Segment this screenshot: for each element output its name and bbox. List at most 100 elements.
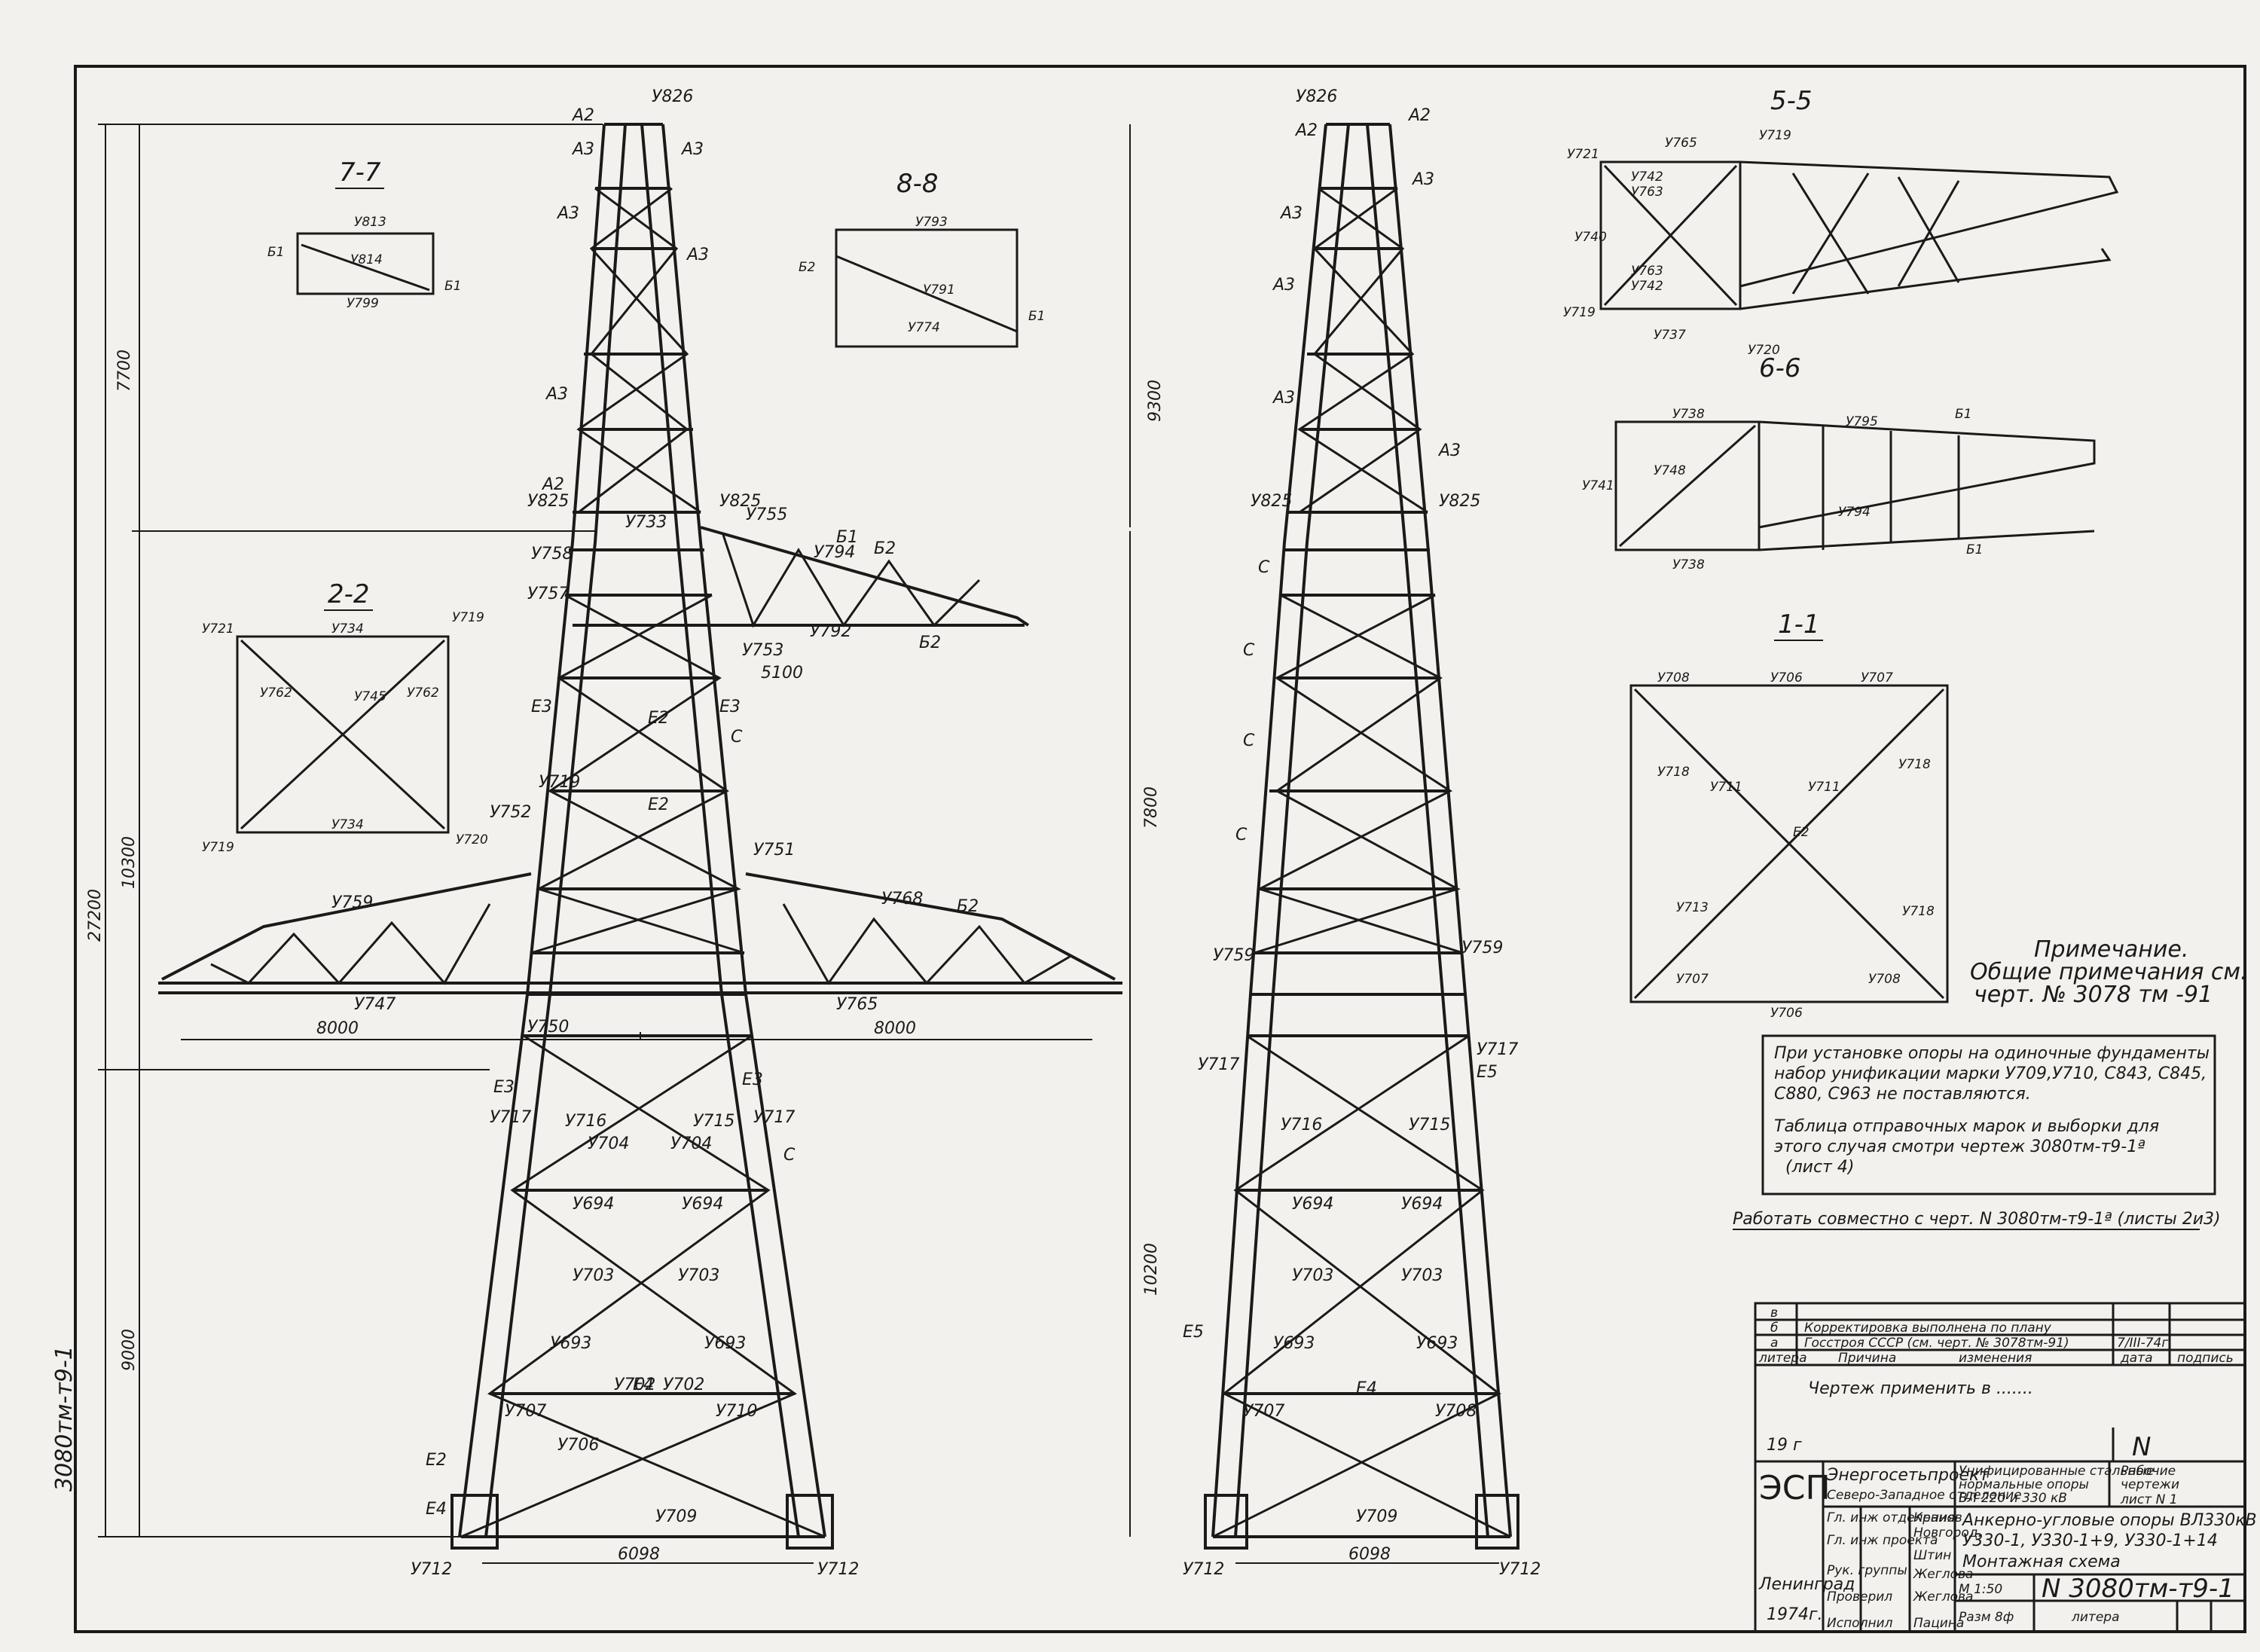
mark-y734: У734 (331, 621, 364, 637)
mark-y759: У759 (1461, 939, 1503, 957)
org-branch: Северо-Западное отделение (1827, 1488, 2022, 1503)
mark-y715: У715 (1409, 1116, 1450, 1134)
dim-arm-right: 8000 (874, 1019, 916, 1038)
mark-y763: У763 (1631, 185, 1663, 200)
role-3: Проверил (1827, 1589, 1892, 1605)
org-name: Энергосетьпроект (1826, 1466, 1990, 1485)
mark-a3: А3 (1279, 204, 1303, 223)
mark-y717: У717 (490, 1108, 531, 1127)
mark-a3: А3 (1272, 276, 1295, 295)
mark-y763: У763 (1631, 264, 1663, 279)
hdr-sign: подпись (2177, 1351, 2234, 1366)
mark-a2: А2 (571, 106, 594, 125)
mark-y717: У717 (753, 1108, 795, 1127)
mark-e5: Е5 (1183, 1323, 1204, 1342)
scale: М 1:50 (1959, 1582, 2002, 1597)
apply-text: Чертеж применить в ....... (1808, 1379, 2033, 1398)
mark-y709: У709 (655, 1507, 697, 1526)
year: 1974г. (1767, 1605, 1823, 1624)
mark-e4: Е4 (426, 1500, 447, 1519)
section-1-1-title: 1-1 (1778, 609, 1820, 640)
mark-y719: У719 (1563, 305, 1596, 320)
mark-a3: А3 (571, 140, 594, 159)
mark-y795: У795 (1846, 414, 1878, 429)
hdr-change: изменения (1959, 1351, 2032, 1366)
mark-y734: У734 (331, 817, 364, 832)
name-1: Новгород. (1913, 1525, 1982, 1541)
mark-y719: У719 (539, 773, 580, 792)
work-dwg2: чертежи (2121, 1477, 2179, 1492)
mark-y708: У708 (1657, 670, 1690, 686)
section-8-8-title: 8-8 (896, 169, 939, 199)
section-8-8 (835, 228, 1019, 348)
mark-y702: У702 (663, 1376, 704, 1394)
mark-y720: У720 (1748, 343, 1780, 358)
role-2: Рук. группы (1827, 1563, 1907, 1578)
mark-y719: У719 (202, 840, 234, 855)
right-dimension-lines (1129, 124, 1499, 1564)
mark-y825: У825 (1251, 492, 1292, 511)
section-7-7 (296, 232, 435, 295)
mark-y693: У693 (1416, 1334, 1458, 1353)
mark-y694: У694 (1401, 1195, 1443, 1214)
mark-y719: У719 (452, 610, 484, 625)
mark-a2: А2 (1407, 106, 1431, 125)
dim-arm-upper: 5100 (761, 664, 803, 682)
dim-right-low: 10200 (1142, 1243, 1161, 1296)
city: Ленинград (1758, 1575, 1855, 1594)
mark-b1: Б1 (267, 245, 284, 260)
install-line5: этого случая смотри чертеж 3080тм-т9-1ª (1774, 1137, 2145, 1156)
mark-y750: У750 (527, 1018, 569, 1037)
mark-y707: У707 (1676, 972, 1709, 987)
section-5-5-title: 5-5 (1770, 86, 1813, 116)
install-line2: набор унификации марки У709,У710, С843, … (1774, 1064, 2207, 1083)
mark-c: С (1235, 826, 1248, 844)
mark-y759: У759 (331, 893, 373, 912)
mark-y825: У825 (527, 492, 569, 511)
right-tower (1204, 123, 1519, 1550)
role-4: Исполнил (1827, 1616, 1893, 1631)
mark-y708: У708 (1435, 1402, 1477, 1421)
mark-e3: Е3 (531, 698, 552, 716)
n-mark: N (2132, 1432, 2151, 1462)
mark-a3: А3 (1437, 441, 1461, 460)
mark-e2: Е2 (648, 795, 669, 814)
mark-e2: Е2 (648, 709, 669, 728)
rev-a: а (1770, 1336, 1778, 1351)
mark-a3: А3 (686, 246, 709, 264)
mark-y751: У751 (753, 841, 795, 860)
rev-a-date: 7/III-74г. (2117, 1336, 2173, 1351)
rev-a-text2: Госстроя СССР (см. черт. № 3078тм-91) (1804, 1336, 2069, 1351)
left-dimension-chain (98, 124, 603, 1537)
mark-y713: У713 (1676, 900, 1709, 915)
mark-y813: У813 (354, 215, 386, 230)
rev-v: в (1770, 1305, 1778, 1321)
mark-y712: У712 (1499, 1560, 1541, 1579)
mark-y741: У741 (1582, 478, 1614, 493)
mark-y737: У737 (1654, 328, 1686, 343)
mark-e4: Е4 (1356, 1379, 1377, 1398)
mark-y792: У792 (810, 622, 851, 641)
mark-y742: У742 (1631, 279, 1663, 294)
mark-y759: У759 (1213, 946, 1254, 965)
mark-y707: У707 (1861, 670, 1893, 686)
note-line2: черт. № 3078 тм -91 (1974, 982, 2213, 1008)
mark-b1: Б1 (444, 279, 461, 294)
mark-y711: У711 (1710, 780, 1742, 795)
hdr-reason: Причина (1838, 1351, 1896, 1366)
mark-y752: У752 (490, 803, 531, 822)
sheet-frame (74, 65, 2246, 1633)
mark-top-left: У826 (652, 87, 693, 106)
mark-y716: У716 (1281, 1116, 1322, 1134)
title-line1: Анкерно-угловые опоры ВЛ330кВ (1961, 1511, 2257, 1530)
mark-y765: У765 (1665, 136, 1697, 151)
dim-base-right: 6098 (1348, 1545, 1391, 1564)
proj-line1: Унифицированные стальные (1959, 1464, 2154, 1479)
mark-y693: У693 (550, 1334, 591, 1353)
mark-a3: А3 (1411, 170, 1434, 189)
install-note-box (1761, 1034, 2216, 1195)
mark-y747: У747 (354, 995, 396, 1014)
section-2-2-title: 2-2 (328, 579, 370, 609)
